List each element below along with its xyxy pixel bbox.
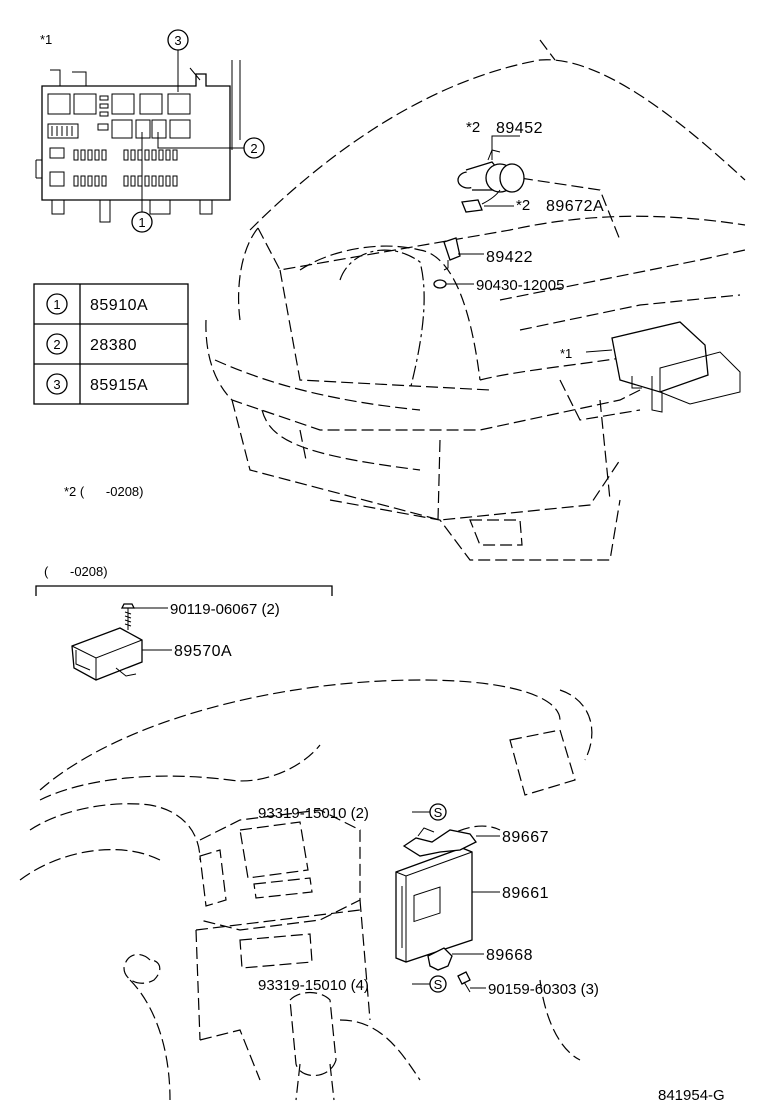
clip-90430 — [433, 279, 474, 289]
callout-3: 3 — [167, 29, 189, 92]
legend-table: 1 85910A 2 28380 3 85915A — [33, 283, 189, 405]
svg-text:1: 1 — [138, 215, 145, 230]
bracket-range-note: ( -0208) — [44, 564, 108, 579]
screw-marker-bottom: S — [412, 975, 447, 993]
svg-text:85910A: 85910A — [90, 297, 148, 314]
legend-row: 1 85910A — [46, 293, 148, 315]
star2-note: *2 ( -0208) — [64, 484, 143, 499]
vehicle-front-outline — [205, 39, 746, 561]
callout-2: 2 — [157, 132, 265, 159]
callout-1: 1 — [131, 132, 153, 233]
label-89570a: 89570A — [174, 643, 232, 660]
mark-89672a: *2 — [516, 197, 530, 214]
bracket-89668 — [427, 947, 484, 971]
sensor-89422 — [443, 237, 484, 271]
svg-text:S: S — [434, 977, 443, 992]
svg-text:3: 3 — [53, 377, 60, 392]
fuse-relay-box — [35, 60, 241, 223]
label-89667: 89667 — [502, 829, 549, 846]
ecu-89661 — [395, 847, 500, 963]
svg-text:2: 2 — [53, 337, 60, 352]
connector-89672a — [461, 189, 514, 213]
label-90159: 90159-60303 (3) — [488, 981, 599, 998]
sensor-89452 — [457, 135, 525, 193]
label-90119: 90119-06067 (2) — [170, 601, 280, 618]
svg-text:S: S — [434, 805, 443, 820]
svg-text:1: 1 — [53, 297, 60, 312]
engine-ecu-relay-block: *1 — [560, 321, 741, 413]
svg-text:85915A: 85915A — [90, 377, 148, 394]
label-89668: 89668 — [486, 947, 533, 964]
screw-90159 — [457, 971, 486, 993]
dashboard-outline — [19, 679, 593, 1101]
fuse-box-note: *1 — [40, 32, 52, 47]
range-bracket — [35, 585, 333, 596]
svg-text:2: 2 — [250, 141, 257, 156]
bracket-89667 — [402, 827, 500, 857]
module-89570a — [71, 627, 172, 681]
svg-text:3: 3 — [174, 33, 181, 48]
screw-marker-top: S — [412, 803, 447, 821]
svg-text:28380: 28380 — [90, 337, 137, 354]
legend-row: 2 28380 — [46, 333, 137, 355]
legend-row: 3 85915A — [46, 373, 148, 395]
svg-text:*1: *1 — [560, 346, 572, 361]
figure-code: 841954-G — [658, 1087, 725, 1104]
label-89452: 89452 — [496, 120, 543, 137]
label-89661: 89661 — [502, 885, 549, 902]
label-93319-bottom: 93319-15010 (4) — [258, 977, 369, 994]
label-89672a: 89672A — [546, 198, 604, 215]
label-90430: 90430-12005 — [476, 277, 564, 294]
mark-89452: *2 — [466, 119, 480, 136]
label-89422: 89422 — [486, 249, 533, 266]
bolt-90119 — [120, 603, 168, 630]
label-93319-top: 93319-15010 (2) — [258, 805, 369, 822]
